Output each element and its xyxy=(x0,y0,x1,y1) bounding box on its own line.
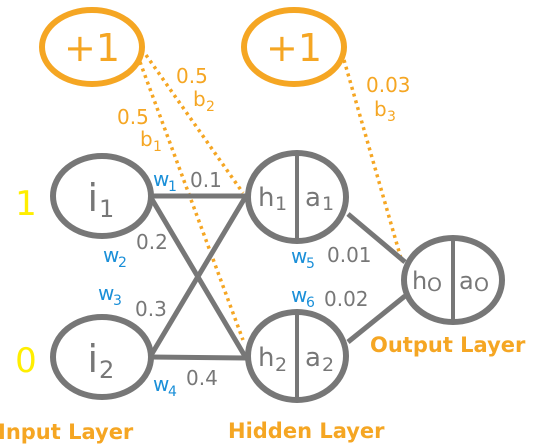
input-node-i1: i 1 xyxy=(50,153,154,239)
w6-subscript: 6 xyxy=(306,295,315,311)
bias-connections xyxy=(138,53,404,341)
i2-label: i xyxy=(87,337,98,381)
bias2-to-output-line xyxy=(342,59,404,263)
w5-name: w xyxy=(291,244,307,268)
b2-subscript: 2 xyxy=(206,99,215,115)
input-node-i2: i 2 xyxy=(50,314,154,400)
bias-node-1: +1 xyxy=(39,7,145,87)
bias-node-2: +1 xyxy=(241,7,347,87)
w4-subscript: 4 xyxy=(168,384,177,400)
w3-value: 0.3 xyxy=(135,297,167,321)
w6-value: 0.02 xyxy=(324,287,369,311)
output-node: h O a O xyxy=(401,235,505,325)
i1-subscript: 1 xyxy=(99,195,114,223)
output-layer-title: Output Layer xyxy=(370,333,526,357)
bias-node-1-label: +1 xyxy=(64,26,120,70)
h2-subscript: 2 xyxy=(275,354,287,376)
ho-subscript: O xyxy=(427,274,442,296)
w3-subscript: 3 xyxy=(113,293,122,309)
ao-label: a xyxy=(459,267,474,295)
hidden-layer-title: Hidden Layer xyxy=(228,419,385,443)
weight-labels: w 1 0.1 w 2 0.2 w 3 0.3 w 4 0.4 w 5 0.01… xyxy=(98,167,372,400)
input-value-i2: 0 xyxy=(15,341,37,381)
a2-subscript: 2 xyxy=(322,354,334,376)
i1-label: i xyxy=(87,176,98,220)
w4-name: w xyxy=(153,372,169,396)
b2-name: b xyxy=(193,87,206,111)
a1-label: a xyxy=(305,183,321,213)
h1-label: h xyxy=(258,183,274,213)
w2-subscript: 2 xyxy=(118,255,127,271)
input-layer-title: Input Layer xyxy=(0,420,134,444)
w4-line xyxy=(149,354,247,361)
weight-connections xyxy=(147,193,407,361)
b1-name: b xyxy=(140,127,153,151)
w5-line xyxy=(346,212,407,264)
w6-line xyxy=(346,294,407,344)
b1-subscript: 1 xyxy=(153,139,162,155)
bias-labels: 0.5 b 1 0.5 b 2 0.03 b 3 xyxy=(117,64,411,155)
b2-value: 0.5 xyxy=(176,64,208,88)
a1-subscript: 1 xyxy=(322,193,334,215)
a2-label: a xyxy=(305,343,321,373)
b3-subscript: 3 xyxy=(387,109,396,125)
w2-name: w xyxy=(103,243,119,267)
w2-value: 0.2 xyxy=(136,230,168,254)
w1-subscript: 1 xyxy=(168,179,177,195)
b1-value: 0.5 xyxy=(117,105,149,129)
w5-subscript: 5 xyxy=(306,256,315,272)
h2-label: h xyxy=(258,343,274,373)
hidden-node-h2: h 2 a 2 xyxy=(245,309,349,403)
w3-name: w xyxy=(98,281,114,305)
i2-subscript: 2 xyxy=(99,356,114,384)
input-value-i1: 1 xyxy=(15,184,37,224)
h1-subscript: 1 xyxy=(275,193,287,215)
ho-label: h xyxy=(412,267,427,295)
w6-name: w xyxy=(291,283,307,307)
w1-value: 0.1 xyxy=(190,168,222,192)
ao-subscript: O xyxy=(474,274,489,296)
b3-value: 0.03 xyxy=(366,73,411,97)
w4-value: 0.4 xyxy=(186,366,218,390)
bias1-to-h1-line xyxy=(144,53,245,195)
hidden-node-h1: h 1 a 1 xyxy=(245,150,349,244)
bias-node-2-label: +1 xyxy=(266,26,322,70)
bias1-to-h2-line xyxy=(138,61,245,341)
w5-value: 0.01 xyxy=(327,243,372,267)
w3-line xyxy=(147,194,249,359)
w1-name: w xyxy=(153,167,169,191)
b3-name: b xyxy=(374,97,387,121)
